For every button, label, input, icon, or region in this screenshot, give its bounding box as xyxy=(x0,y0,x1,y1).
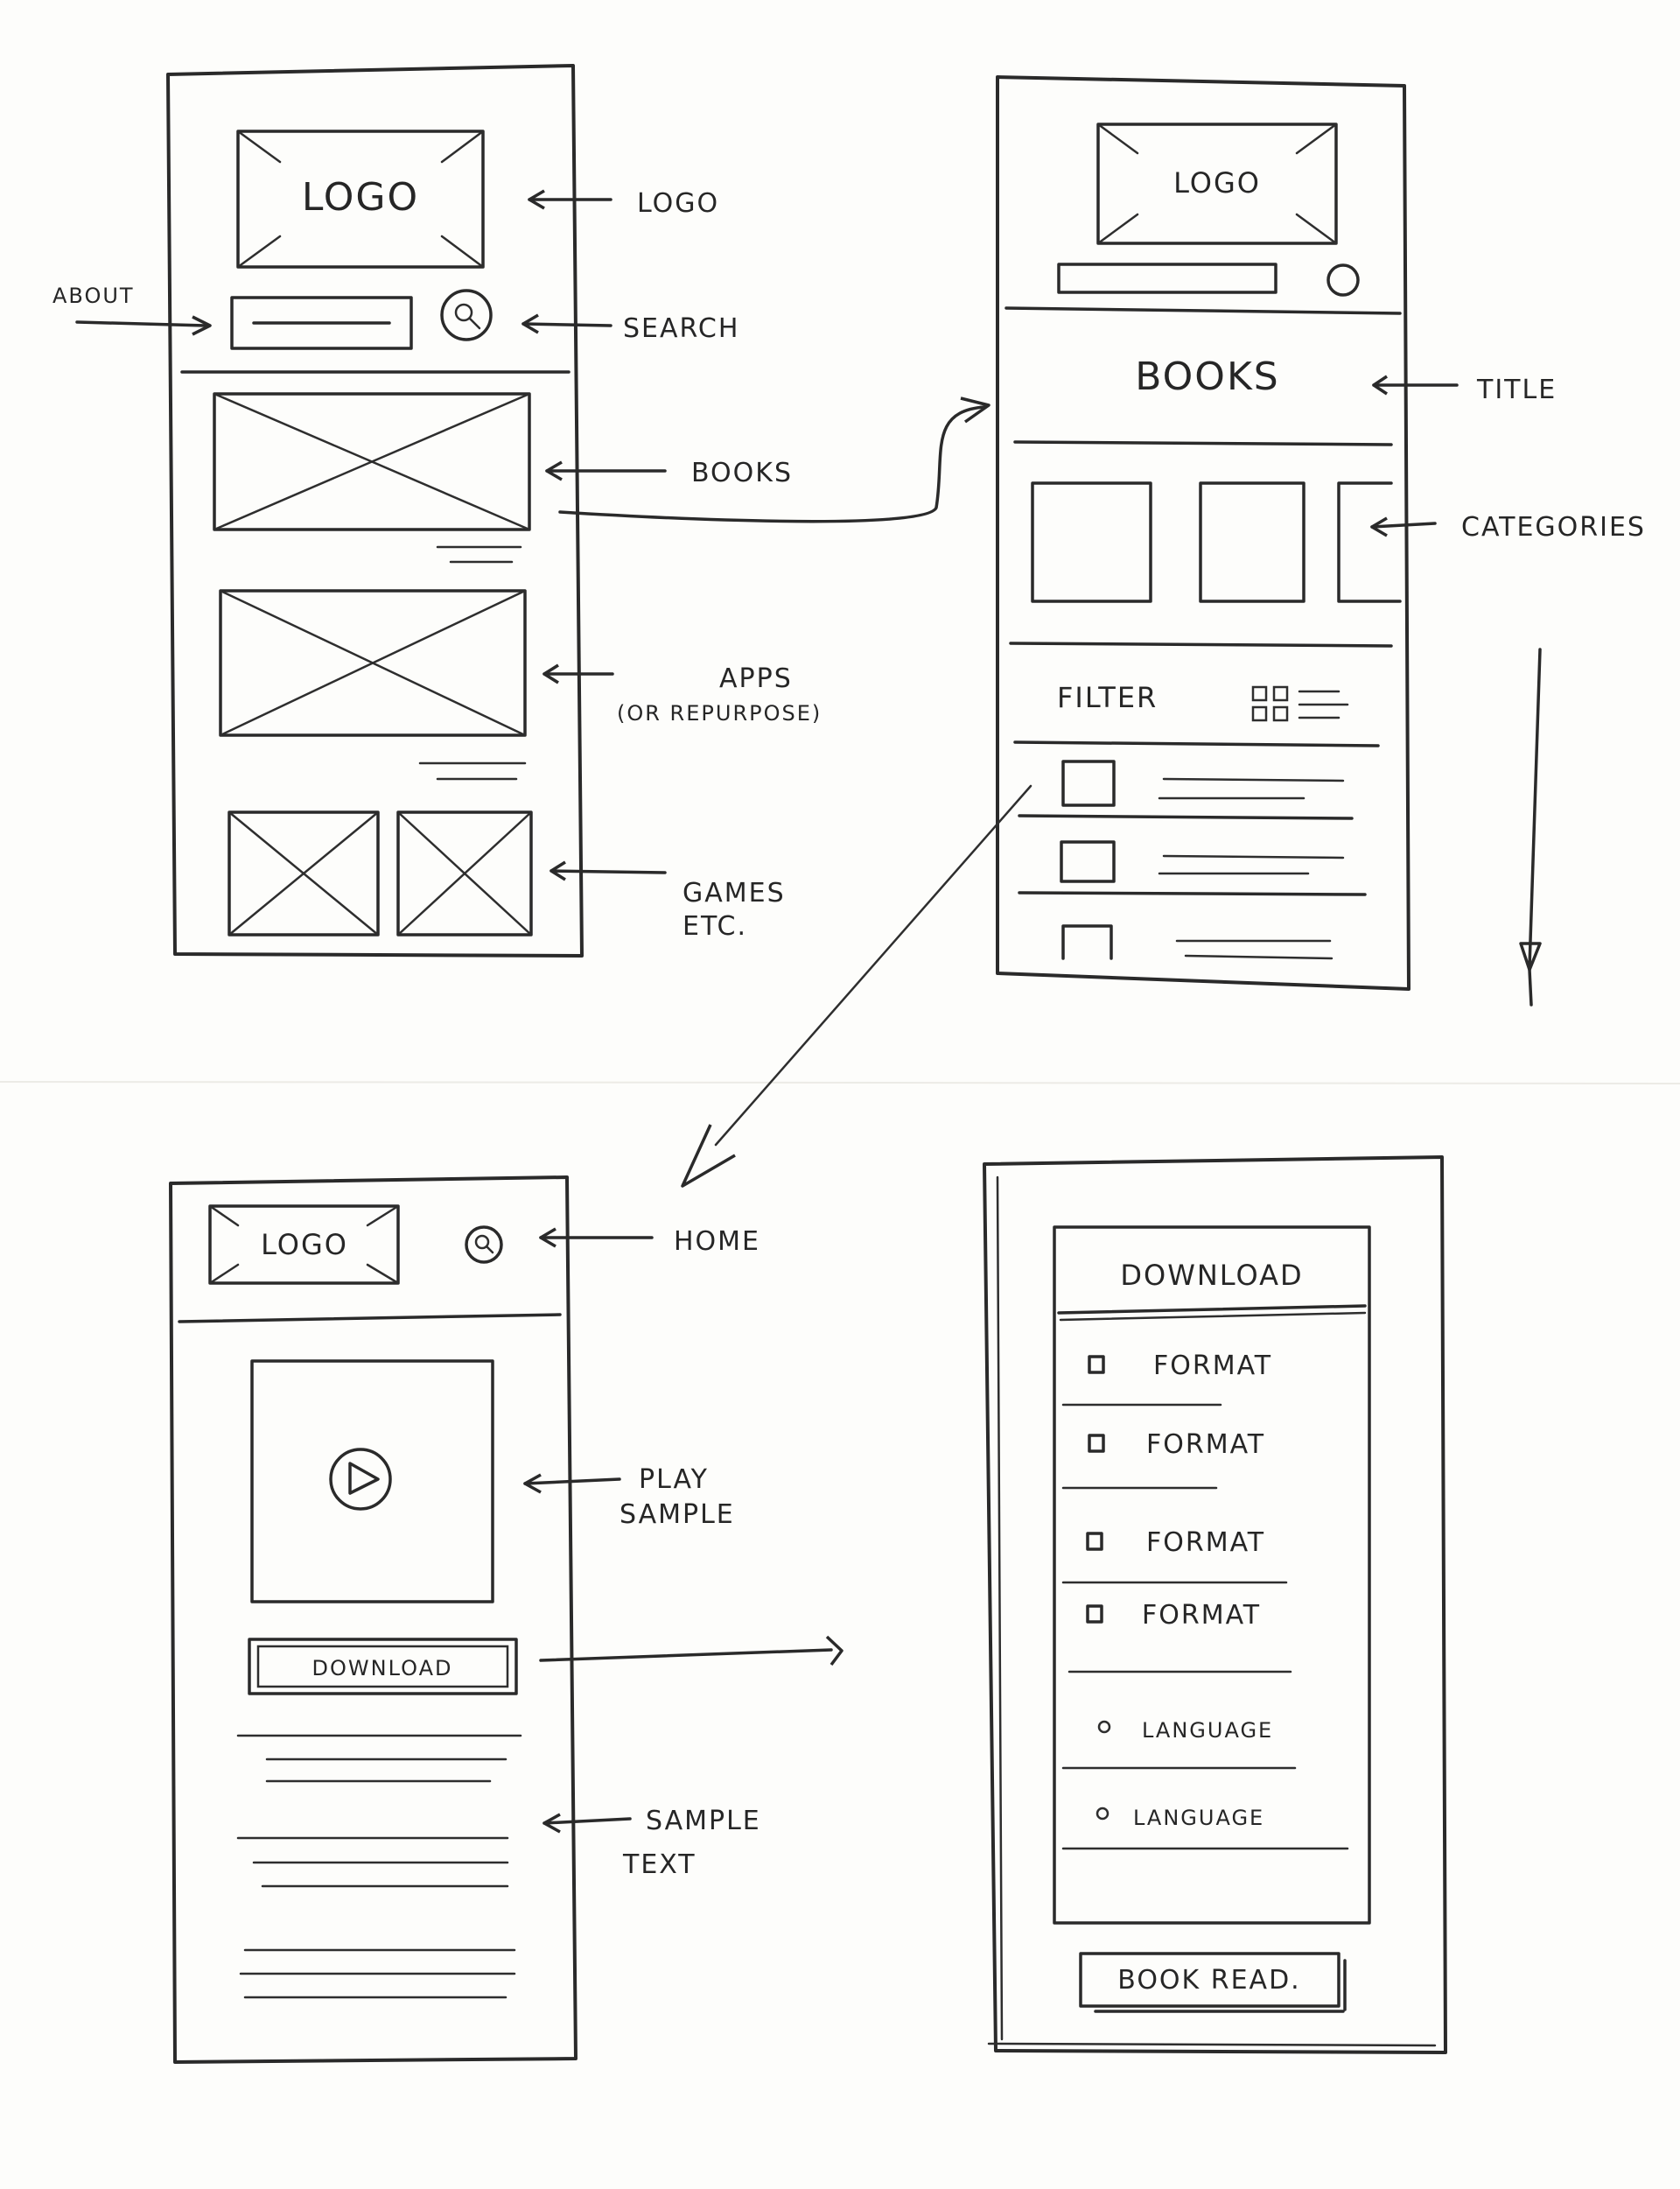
logo-button[interactable]: LOGO xyxy=(208,1204,400,1285)
screen-download-wireframe: DOWNLOAD FORMAT FORMAT FORMAT FORMAT xyxy=(983,1155,1447,2054)
svg-text:(OR REPURPOSE): (OR REPURPOSE) xyxy=(617,701,822,726)
phone-frame-books xyxy=(996,75,1410,991)
format-option[interactable]: FORMAT xyxy=(1061,1429,1265,1490)
list-item[interactable] xyxy=(1061,924,1334,960)
annotation-games: GAMES ETC. xyxy=(550,860,786,942)
svg-text:SEARCH: SEARCH xyxy=(623,313,739,344)
download-header: DOWNLOAD xyxy=(1120,1259,1303,1292)
svg-text:HOME: HOME xyxy=(674,1226,760,1257)
svg-text:FORMAT: FORMAT xyxy=(1142,1600,1261,1631)
logo-text: LOGO xyxy=(302,175,419,220)
screen-detail-wireframe: LOGO DOWNLOAD xyxy=(169,1175,844,2064)
svg-text:PLAY: PLAY xyxy=(639,1464,709,1495)
svg-text:TEXT: TEXT xyxy=(622,1849,696,1880)
apps-banner-placeholder[interactable] xyxy=(219,589,527,781)
games-tile-left[interactable] xyxy=(228,810,380,937)
svg-text:SAMPLE: SAMPLE xyxy=(646,1806,761,1836)
annotation-play-sample: PLAY SAMPLE xyxy=(523,1464,735,1530)
about-bar[interactable] xyxy=(230,296,413,350)
annotation-home: HOME xyxy=(539,1226,760,1257)
sample-text-lines xyxy=(236,1734,522,1999)
games-tile-right[interactable] xyxy=(396,810,533,937)
category-tile[interactable] xyxy=(1337,481,1402,603)
search-icon[interactable] xyxy=(440,289,493,341)
download-modal: DOWNLOAD FORMAT FORMAT FORMAT FORMAT xyxy=(1053,1225,1371,1925)
list-view-icon[interactable] xyxy=(1298,690,1349,719)
header-divider xyxy=(178,1313,562,1323)
svg-text:SAMPLE: SAMPLE xyxy=(620,1499,735,1530)
format-option[interactable]: FORMAT xyxy=(1061,1351,1272,1407)
list-item[interactable] xyxy=(1018,760,1354,820)
svg-text:TITLE: TITLE xyxy=(1476,375,1557,405)
svg-text:LOGO: LOGO xyxy=(637,188,719,219)
svg-text:FORMAT: FORMAT xyxy=(1153,1351,1272,1381)
category-tile[interactable] xyxy=(1031,481,1152,603)
format-option[interactable]: FORMAT xyxy=(1061,1527,1288,1584)
flow-arrow-detail-to-download xyxy=(539,1648,833,1662)
annotation-title: TITLE xyxy=(1372,375,1557,405)
list-item[interactable] xyxy=(1018,840,1367,896)
phone-frame-download xyxy=(983,1155,1447,2054)
filter-label[interactable]: FILTER xyxy=(1057,681,1158,714)
annotation-books: BOOKS xyxy=(545,458,793,488)
page-title: BOOKS xyxy=(1135,354,1279,399)
annotation-about: ABOUT xyxy=(52,284,212,336)
svg-text:BOOK READ.: BOOK READ. xyxy=(1117,1965,1300,1996)
logo-text: LOGO xyxy=(261,1228,348,1261)
title-divider xyxy=(1013,440,1393,446)
flow-arrow-home-to-books xyxy=(558,405,986,523)
search-bar[interactable] xyxy=(1057,263,1278,294)
download-button[interactable]: DOWNLOAD xyxy=(248,1638,518,1695)
logo-text: LOGO xyxy=(1173,166,1261,200)
scroll-indicator-arrow xyxy=(1519,648,1542,1007)
category-tile[interactable] xyxy=(1199,481,1306,603)
svg-text:LANGUAGE: LANGUAGE xyxy=(1142,1718,1273,1743)
books-banner-placeholder[interactable] xyxy=(213,392,531,564)
video-player[interactable] xyxy=(250,1359,494,1603)
phone-frame-detail xyxy=(169,1175,578,2064)
filter-divider xyxy=(1013,740,1380,747)
grid-view-icon[interactable] xyxy=(1251,685,1289,722)
svg-text:LANGUAGE: LANGUAGE xyxy=(1133,1806,1264,1830)
annotation-categories: CATEGORIES xyxy=(1370,512,1646,543)
phone-frame-home xyxy=(166,64,584,958)
format-option[interactable]: FORMAT xyxy=(1068,1600,1292,1673)
book-read-button[interactable]: BOOK READ. xyxy=(1079,1952,1347,2013)
header-divider xyxy=(1004,306,1402,315)
search-icon[interactable] xyxy=(1326,263,1360,297)
svg-text:ABOUT: ABOUT xyxy=(52,284,135,308)
language-option[interactable]: LANGUAGE xyxy=(1061,1806,1349,1850)
annotation-apps: APPS (OR REPURPOSE) xyxy=(542,663,822,726)
logo-placeholder: LOGO xyxy=(1096,123,1338,245)
categories-divider xyxy=(1009,642,1393,648)
language-option[interactable]: LANGUAGE xyxy=(1061,1718,1297,1770)
logo-placeholder: LOGO xyxy=(236,130,485,269)
svg-text:ETC.: ETC. xyxy=(682,911,747,942)
annotation-logo: LOGO xyxy=(528,188,719,219)
paper-fold xyxy=(0,1081,1680,1084)
svg-text:GAMES: GAMES xyxy=(682,878,786,909)
home-search-icon[interactable] xyxy=(465,1225,503,1264)
svg-text:CATEGORIES: CATEGORIES xyxy=(1461,512,1646,543)
svg-text:FORMAT: FORMAT xyxy=(1146,1527,1265,1558)
svg-text:BOOKS: BOOKS xyxy=(691,458,793,488)
svg-text:FORMAT: FORMAT xyxy=(1146,1429,1265,1460)
svg-text:APPS: APPS xyxy=(719,663,793,694)
annotation-sample-text: SAMPLE TEXT xyxy=(542,1806,761,1880)
screen-books-wireframe: LOGO BOOKS FILTER xyxy=(681,75,1646,1188)
annotation-search: SEARCH xyxy=(522,313,739,344)
screen-home-wireframe: LOGO xyxy=(52,64,990,958)
svg-text:DOWNLOAD: DOWNLOAD xyxy=(312,1656,453,1680)
flow-arrow-books-to-detail xyxy=(714,784,1032,1147)
